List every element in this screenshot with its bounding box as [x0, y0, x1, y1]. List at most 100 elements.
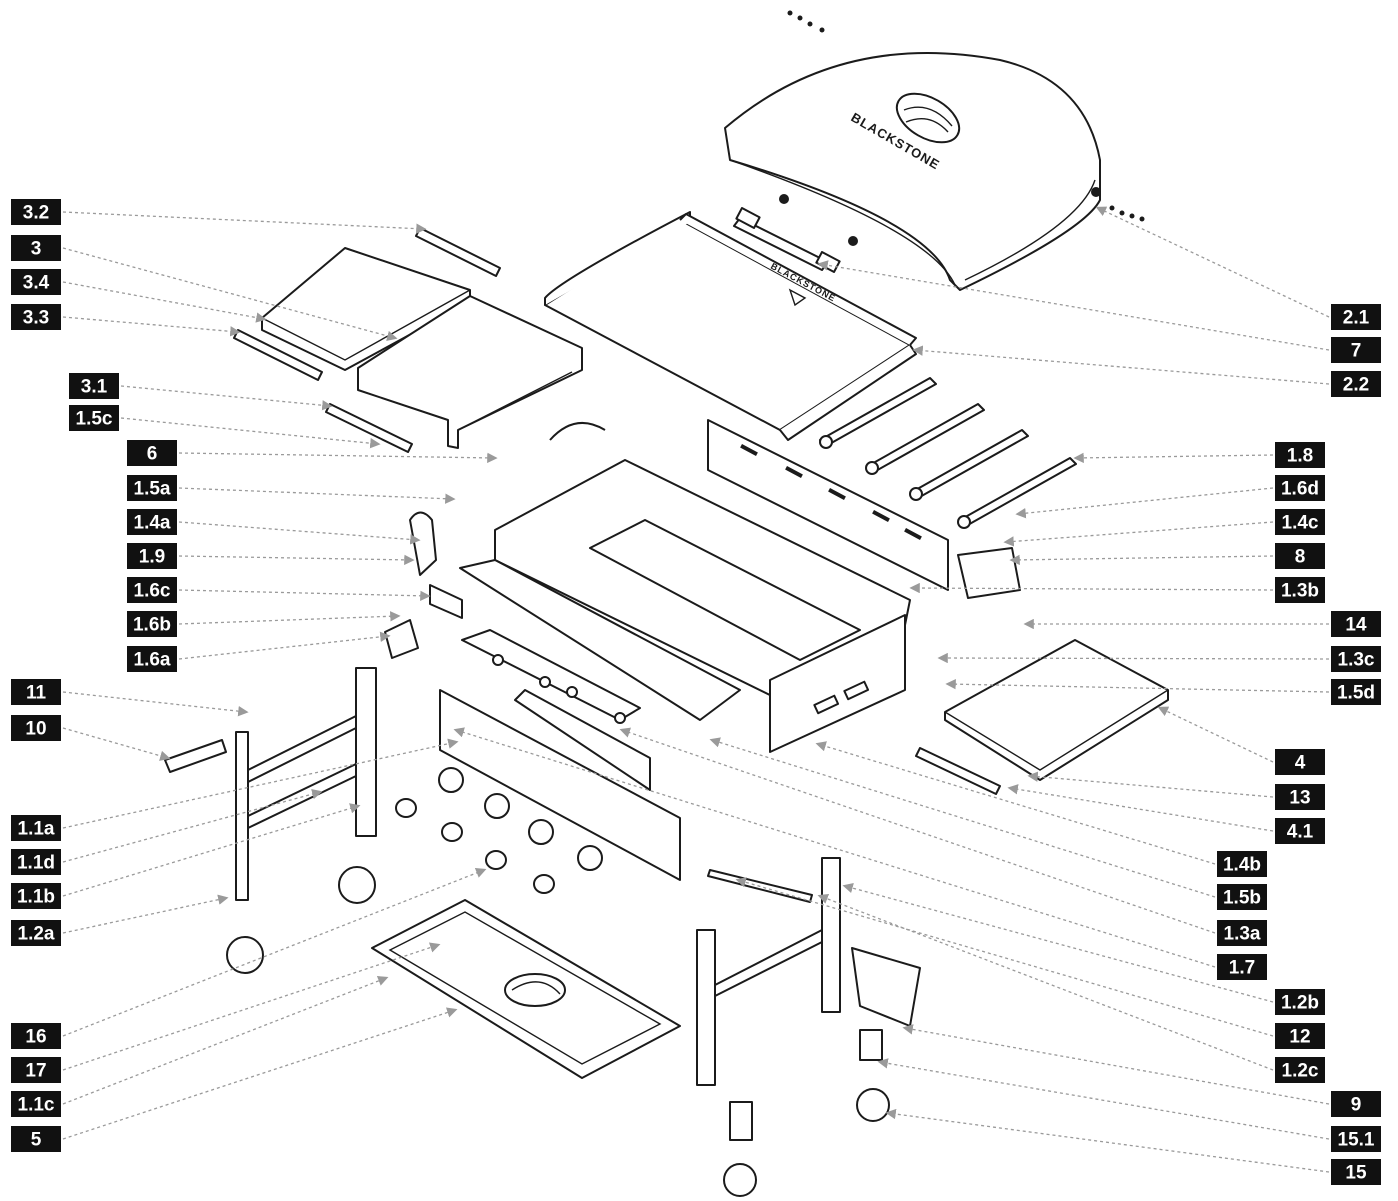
leader-1-3c	[937, 652, 1330, 664]
part-label-1-6c: 1.6c	[127, 577, 177, 603]
part-label-1-5a-text: 1.5a	[134, 479, 171, 500]
firebox	[459, 459, 911, 753]
part-label-17: 17	[11, 1057, 61, 1083]
left-side-shelf	[233, 227, 501, 453]
bottom-shelf	[371, 899, 681, 1079]
part-label-3-1-text: 3.1	[81, 377, 108, 398]
part-label-1-4c: 1.4c	[1275, 509, 1325, 535]
part-label-3-text: 3	[31, 239, 42, 260]
leader-7	[817, 260, 1330, 351]
leader-4-1	[1007, 784, 1274, 832]
leader-1-7	[453, 727, 1216, 968]
part-label-1-2b-text: 1.2b	[1281, 993, 1319, 1014]
leader-6	[178, 452, 498, 464]
leader-2-2	[912, 345, 1330, 385]
part-label-1-7-text: 1.7	[1229, 958, 1255, 979]
part-label-15-1: 15.1	[1331, 1126, 1381, 1152]
part-labels-left: 3.233.43.33.11.5c61.5a1.4a1.91.6c1.6b1.6…	[11, 199, 177, 1152]
part-label-3: 3	[11, 235, 61, 261]
part-label-4-1-text: 4.1	[1287, 822, 1314, 843]
burner-tubes	[819, 377, 1077, 529]
part-label-1-6b: 1.6b	[127, 611, 177, 637]
control-knobs	[395, 767, 603, 894]
part-label-1-5b-text: 1.5b	[1223, 888, 1261, 909]
leader-8	[1009, 554, 1274, 566]
part-label-1-1a: 1.1a	[11, 815, 61, 841]
part-label-2-1: 2.1	[1331, 304, 1381, 330]
part-label-14: 14	[1331, 611, 1381, 637]
part-label-1-6a-text: 1.6a	[134, 650, 171, 671]
part-label-1-5d-text: 1.5d	[1337, 683, 1375, 704]
part-label-16: 16	[11, 1023, 61, 1049]
leader-3-2	[62, 211, 427, 234]
part-label-15-text: 15	[1345, 1163, 1367, 1184]
part-label-13: 13	[1275, 784, 1325, 810]
part-label-1-1a-text: 1.1a	[18, 819, 55, 840]
leader-1-2c	[817, 893, 1274, 1071]
griddle-top: BLACKSTONE	[544, 211, 917, 441]
leader-1-1a	[62, 738, 459, 829]
part-label-1-6b-text: 1.6b	[133, 615, 171, 636]
part-label-1-1c: 1.1c	[11, 1091, 61, 1117]
part-label-6: 6	[127, 440, 177, 466]
part-label-1-2c-text: 1.2c	[1282, 1061, 1319, 1082]
leader-13	[1027, 771, 1274, 798]
part-label-6-text: 6	[147, 444, 158, 465]
leader-1-6b	[178, 611, 401, 625]
part-label-1-1b-text: 1.1b	[17, 887, 55, 908]
leader-1-5b	[709, 737, 1216, 898]
leader-1-6a	[178, 631, 391, 660]
part-label-1-3b: 1.3b	[1275, 577, 1325, 603]
part-label-9: 9	[1331, 1091, 1381, 1117]
leader-1-1c	[62, 975, 389, 1105]
grease-cup-tray	[957, 547, 1021, 599]
part-label-15: 15	[1331, 1159, 1381, 1185]
part-label-4: 4	[1275, 749, 1325, 775]
part-label-8-text: 8	[1295, 547, 1306, 568]
leader-1-6d	[1015, 487, 1274, 519]
leader-15-1	[877, 1058, 1330, 1140]
leader-1-5a	[178, 487, 456, 504]
part-label-3-1: 3.1	[69, 373, 119, 399]
leader-11	[62, 691, 249, 717]
part-label-3-2-text: 3.2	[23, 203, 49, 224]
part-label-1-8: 1.8	[1275, 442, 1325, 468]
left-leg-frame	[164, 667, 377, 974]
part-label-1-8-text: 1.8	[1287, 446, 1313, 467]
leader-10	[62, 727, 171, 761]
part-label-1-4b-text: 1.4b	[1223, 855, 1261, 876]
part-label-9-text: 9	[1351, 1095, 1362, 1116]
regulator-igniter-parts	[384, 422, 813, 903]
part-label-1-1b: 1.1b	[11, 883, 61, 909]
leader-5	[62, 1007, 458, 1140]
leader-lines	[62, 206, 1330, 1173]
leader-3-4	[62, 281, 267, 323]
leader-1-4c	[1003, 521, 1274, 547]
rear-firebox-panel	[707, 419, 949, 591]
part-label-17-text: 17	[25, 1061, 46, 1082]
leader-1-1b	[62, 803, 361, 897]
part-label-12-text: 12	[1289, 1027, 1310, 1048]
part-label-1-5a: 1.5a	[127, 475, 177, 501]
part-label-1-3a: 1.3a	[1217, 920, 1267, 946]
leader-3-1	[120, 385, 333, 411]
part-label-14-text: 14	[1345, 615, 1367, 636]
right-side-shelf	[915, 639, 1169, 795]
leader-1-4a	[178, 521, 421, 545]
control-panel	[439, 629, 681, 881]
leader-1-6c	[178, 589, 431, 602]
hood-handle	[733, 194, 858, 273]
part-label-1-6a: 1.6a	[127, 646, 177, 672]
part-label-1-5c-text: 1.5c	[76, 409, 113, 430]
part-label-12: 12	[1275, 1023, 1325, 1049]
leader-9	[902, 1024, 1330, 1105]
part-label-3-3-text: 3.3	[23, 308, 49, 329]
leader-3-3	[62, 316, 241, 337]
part-label-13-text: 13	[1289, 788, 1310, 809]
part-label-15-1-text: 15.1	[1338, 1130, 1375, 1151]
leader-1-2b	[842, 883, 1274, 1003]
leader-1-5c	[120, 417, 381, 449]
part-label-1-7: 1.7	[1217, 954, 1267, 980]
part-label-1-4a: 1.4a	[127, 509, 177, 535]
